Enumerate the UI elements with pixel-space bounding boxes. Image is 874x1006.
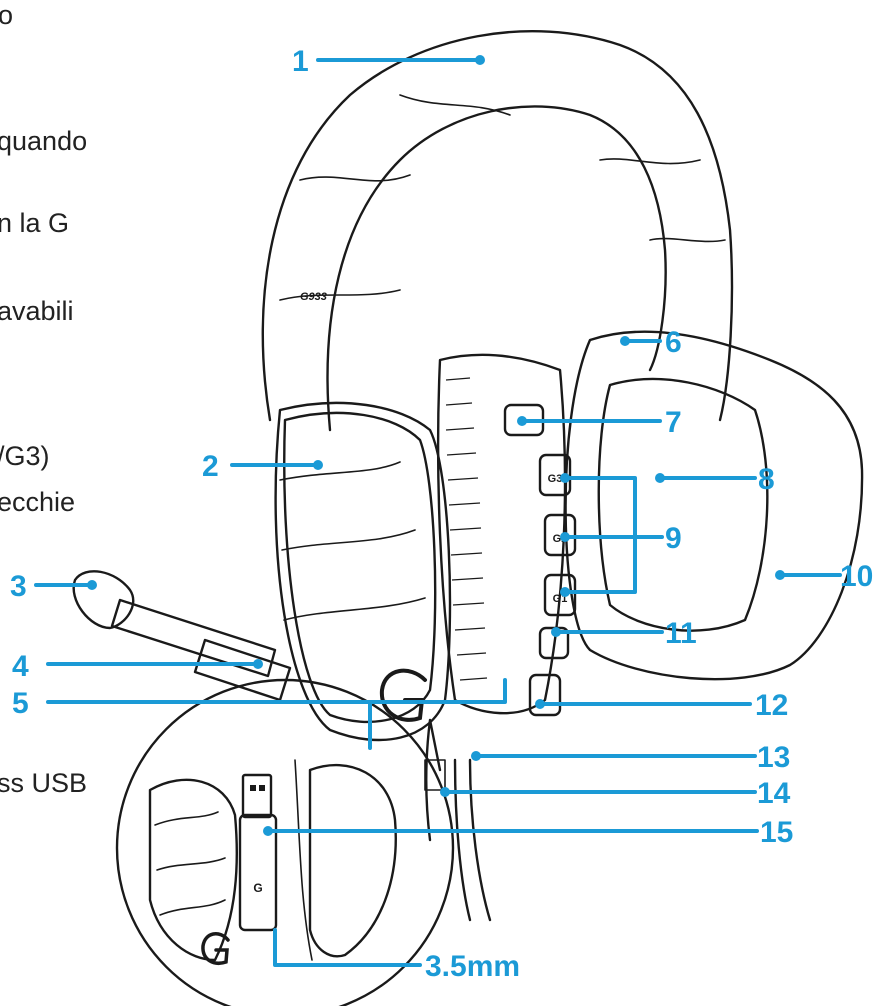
inset-cover-plate — [148, 778, 239, 962]
callout-13: 13 — [757, 741, 790, 774]
callout-4: 4 — [12, 650, 29, 683]
plate-texture — [279, 461, 401, 481]
inset-earcup-detail — [294, 759, 313, 961]
side-text-line: n la G — [0, 208, 69, 238]
side-text-column: o quando n la G avabili /G3) ecchie ss U… — [0, 0, 87, 798]
side-text-line: avabili — [0, 296, 74, 326]
inset-g-logo — [201, 932, 230, 965]
inset-plate-texture — [159, 899, 226, 916]
mic-boom — [110, 598, 277, 678]
headset-illustration: G933 G3 G2 G1 — [72, 30, 864, 922]
model-marking: G933 — [300, 291, 327, 303]
callout-8: 8 — [758, 463, 775, 496]
callout-2: 2 — [202, 450, 219, 483]
cable — [453, 758, 472, 922]
headband-texture — [599, 158, 701, 165]
headband-texture — [649, 237, 726, 243]
callout-3: 3 — [10, 570, 27, 603]
right-earcup-cushion — [597, 377, 769, 632]
plate-texture — [283, 597, 426, 621]
headband-inner — [326, 105, 667, 432]
callout-9: 9 — [665, 522, 682, 555]
g-logo — [379, 668, 427, 722]
mic-boom-base — [193, 638, 292, 702]
headband-texture — [399, 94, 511, 116]
g-button — [543, 573, 577, 617]
side-text-line: o — [0, 0, 13, 30]
headband — [261, 30, 734, 422]
callout-6: 6 — [665, 326, 682, 359]
callout-lines — [34, 58, 842, 967]
cable — [468, 758, 492, 922]
inset-plate-texture — [154, 811, 219, 826]
plate-texture — [281, 529, 416, 551]
callout-1: 1 — [292, 45, 309, 78]
callout-anchors — [87, 55, 785, 836]
usb-pin — [250, 785, 256, 791]
callout-12: 12 — [755, 689, 788, 722]
callout-10: 10 — [840, 560, 873, 593]
right-earcup — [564, 330, 864, 681]
power-switch — [528, 673, 562, 717]
callout-5: 5 — [12, 687, 29, 720]
headband-texture — [299, 174, 411, 182]
callout-7: 7 — [665, 406, 682, 439]
volume-dial — [436, 353, 567, 715]
inset-plate-texture — [156, 857, 226, 871]
side-text-line: ecchie — [0, 487, 75, 517]
cable — [425, 718, 442, 842]
callout-14: 14 — [757, 777, 791, 810]
receiver-logo: G — [253, 881, 262, 895]
usb-connector — [241, 773, 273, 819]
inset-earcup — [308, 763, 397, 958]
usb-pin — [259, 785, 265, 791]
callout-15: 15 — [760, 816, 793, 849]
callout-3-5mm: 3.5mm — [425, 950, 520, 983]
inset-circle — [115, 678, 455, 1006]
g-button — [538, 453, 572, 497]
headband-texture — [279, 289, 401, 301]
callout-labels: 1 2 3 4 5 6 7 8 9 10 11 12 13 14 15 3.5m… — [10, 45, 873, 983]
dial-ridges — [445, 377, 488, 681]
side-text-line: /G3) — [0, 441, 50, 471]
button-label: G3 — [548, 473, 563, 485]
side-text-line: ss USB — [0, 768, 87, 798]
side-text-line: quando — [0, 126, 87, 156]
usb-receiver — [238, 813, 278, 932]
usb-receiver-inset: G — [115, 678, 455, 1006]
left-cover-plate — [283, 411, 437, 724]
mic-tip — [72, 570, 135, 630]
callout-11: 11 — [665, 617, 697, 650]
